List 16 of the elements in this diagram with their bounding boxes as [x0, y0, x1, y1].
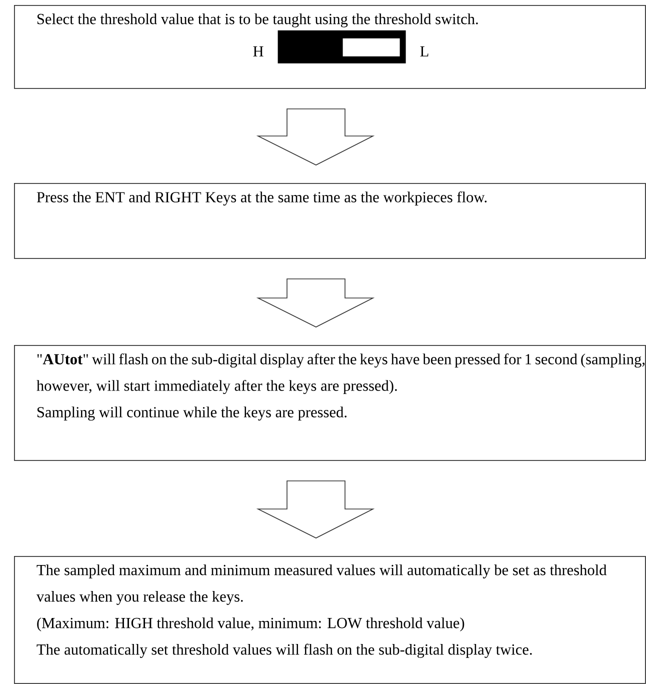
- step-box: [14, 556, 646, 684]
- switch-label: H: [253, 46, 264, 56]
- step-box: [14, 345, 646, 461]
- instruction-text: "AUtot" will flash on the sub-digital display after the keys have been pressed for 1 second (sampling, however, will start immediately after the keys are pressed).: [36, 353, 645, 394]
- instruction-text: The sampled maximum and minimum measured values will automatically be set as threshold values when you release the keys.: [36, 564, 607, 605]
- instruction-text: Select the threshold value that is to be taught using the threshold switch.: [37, 13, 478, 28]
- block-arrow: [256, 278, 375, 328]
- instruction-text: (Maximum: HIGH threshold value, minimum: LOW threshold value): [37, 617, 464, 632]
- instruction-text: Sampling will continue while the keys are pressed.: [37, 406, 346, 421]
- block-arrow: [256, 108, 375, 166]
- switch-label: L: [420, 46, 428, 56]
- step-box: [14, 5, 646, 89]
- instruction-text: Press the ENT and RIGHT Keys at the same time as the workpieces flow.: [36, 191, 487, 206]
- block-arrow: [256, 480, 375, 538]
- step-box: [14, 183, 646, 259]
- instruction-text: The automatically set threshold values will flash on the sub-digital display twice.: [36, 644, 532, 658]
